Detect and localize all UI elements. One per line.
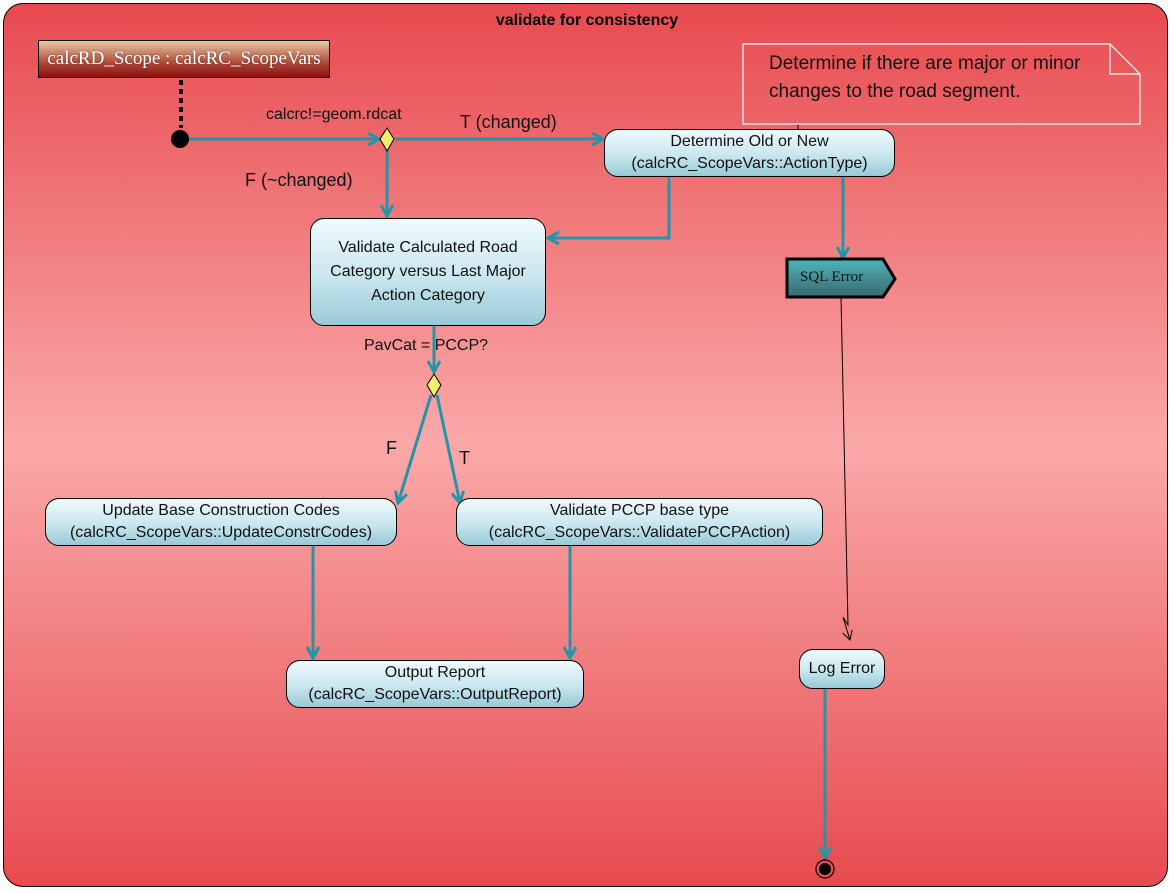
guard-decision2-condition: PavCat = PCCP? <box>364 337 489 354</box>
action-validate-pccp-base-type[interactable]: Validate PCCP base type (calcRC_ScopeVar… <box>456 498 823 546</box>
final-node <box>815 859 835 879</box>
action-title: Update Base Construction Codes <box>102 502 340 519</box>
decision-node-2[interactable] <box>426 373 442 398</box>
action-method: (calcRC_ScopeVars::UpdateConstrCodes) <box>69 524 373 541</box>
action-line-3: Action Category <box>371 287 485 304</box>
guard-decision1-false: F (~changed) <box>245 170 353 190</box>
guard-decision2-true: T <box>459 448 470 468</box>
diagram-title: validate for consistency <box>495 12 679 29</box>
action-line-1: Validate Calculated Road <box>338 239 518 256</box>
action-output-report[interactable]: Output Report (calcRC_ScopeVars::OutputR… <box>286 660 584 708</box>
action-title: Log Error <box>808 660 876 677</box>
activity-frame <box>3 3 1168 887</box>
action-validate-road-category[interactable]: Validate Calculated Road Category versus… <box>310 218 546 326</box>
action-method: (calcRC_ScopeVars::ActionType) <box>631 155 868 172</box>
exception-flow-sqlerror-to-logerror <box>840 296 853 641</box>
flow-decision2-true <box>435 394 460 503</box>
guard-decision1-true: T (changed) <box>460 112 557 132</box>
action-line-2: Category versus Last Major <box>330 263 526 280</box>
action-log-error[interactable]: Log Error <box>799 649 885 689</box>
action-determine-old-or-new[interactable]: Determine Old or New (calcRC_ScopeVars::… <box>604 129 895 177</box>
action-method: (calcRC_ScopeVars::OutputReport) <box>308 686 562 703</box>
note-line-2: changes to the road segment. <box>769 81 1021 102</box>
note-fold <box>1109 44 1140 75</box>
note-outline <box>742 43 1141 125</box>
note-line-1: Determine if there are major or minor <box>769 53 1081 74</box>
action-method: (calcRC_ScopeVars::ValidatePCCPAction) <box>488 524 791 541</box>
signal-sql-error[interactable]: SQL Error <box>800 268 864 285</box>
action-title: Determine Old or New <box>670 133 829 150</box>
note: Determine if there are major or minor ch… <box>766 44 1144 124</box>
flow-decision2-false <box>398 394 433 503</box>
guard-decision1-condition: calcrc!=geom.rdcat <box>266 106 402 123</box>
signal-shape <box>785 257 897 299</box>
final-node-core <box>819 863 831 875</box>
flow-determine-to-validate <box>548 177 671 238</box>
action-title: Validate PCCP base type <box>549 502 730 519</box>
action-title: Output Report <box>384 664 486 681</box>
initial-node <box>171 130 189 148</box>
guard-decision2-false: F <box>386 438 397 458</box>
swimlane-object[interactable]: calcRD_Scope : calcRC_ScopeVars <box>38 40 330 78</box>
action-update-base-construction-codes[interactable]: Update Base Construction Codes (calcRC_S… <box>45 498 397 546</box>
decision-node-1[interactable] <box>379 127 395 152</box>
